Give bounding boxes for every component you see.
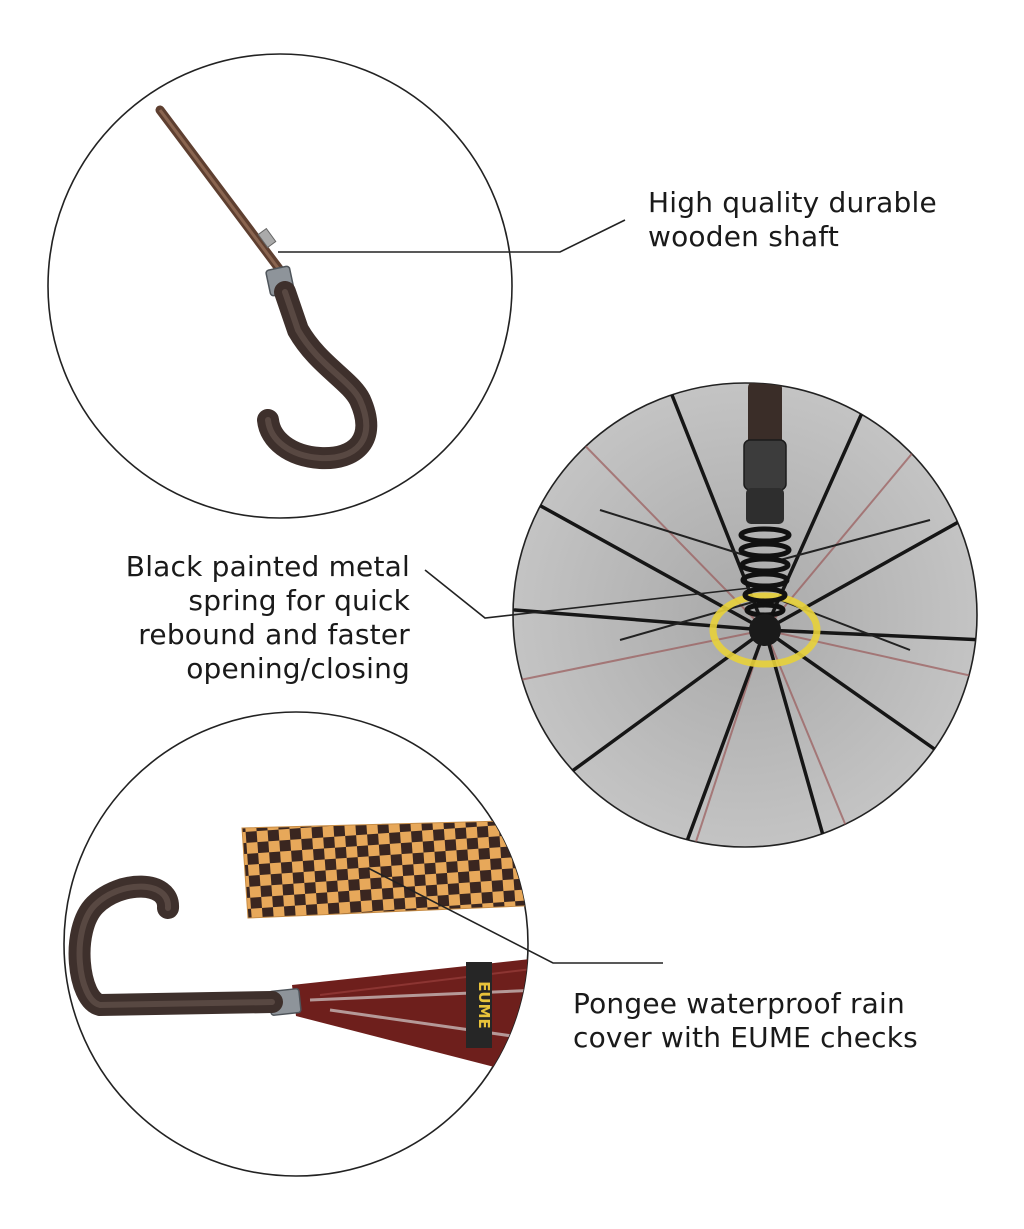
callout-cover-line-1: Pongee waterproof rain <box>573 987 905 1020</box>
leader-line-spring <box>424 569 751 619</box>
callout-cover-line-2: cover with EUME checks <box>573 1021 918 1054</box>
cover-closeup: EUME <box>63 711 529 1177</box>
callout-spring-line-1: Black painted metal <box>125 550 410 583</box>
spring-closeup <box>512 382 978 848</box>
shaft-closeup <box>47 53 513 519</box>
callout-shaft: High quality durable wooden shaft <box>648 186 937 254</box>
callout-shaft-line-1: High quality durable <box>648 186 937 219</box>
leader-line-cover <box>367 867 663 964</box>
callout-spring: Black painted metal spring for quick reb… <box>126 550 410 686</box>
callout-spring-line-3: rebound and faster <box>138 618 410 651</box>
leader-line-shaft <box>278 219 626 253</box>
callout-spring-line-4: opening/closing <box>186 652 410 685</box>
callout-shaft-line-2: wooden shaft <box>648 220 840 253</box>
callout-cover: Pongee waterproof rain cover with EUME c… <box>573 987 918 1055</box>
brand-band-text: EUME <box>475 981 493 1029</box>
callout-leader-lines <box>278 219 751 964</box>
callout-spring-line-2: spring for quick <box>188 584 410 617</box>
